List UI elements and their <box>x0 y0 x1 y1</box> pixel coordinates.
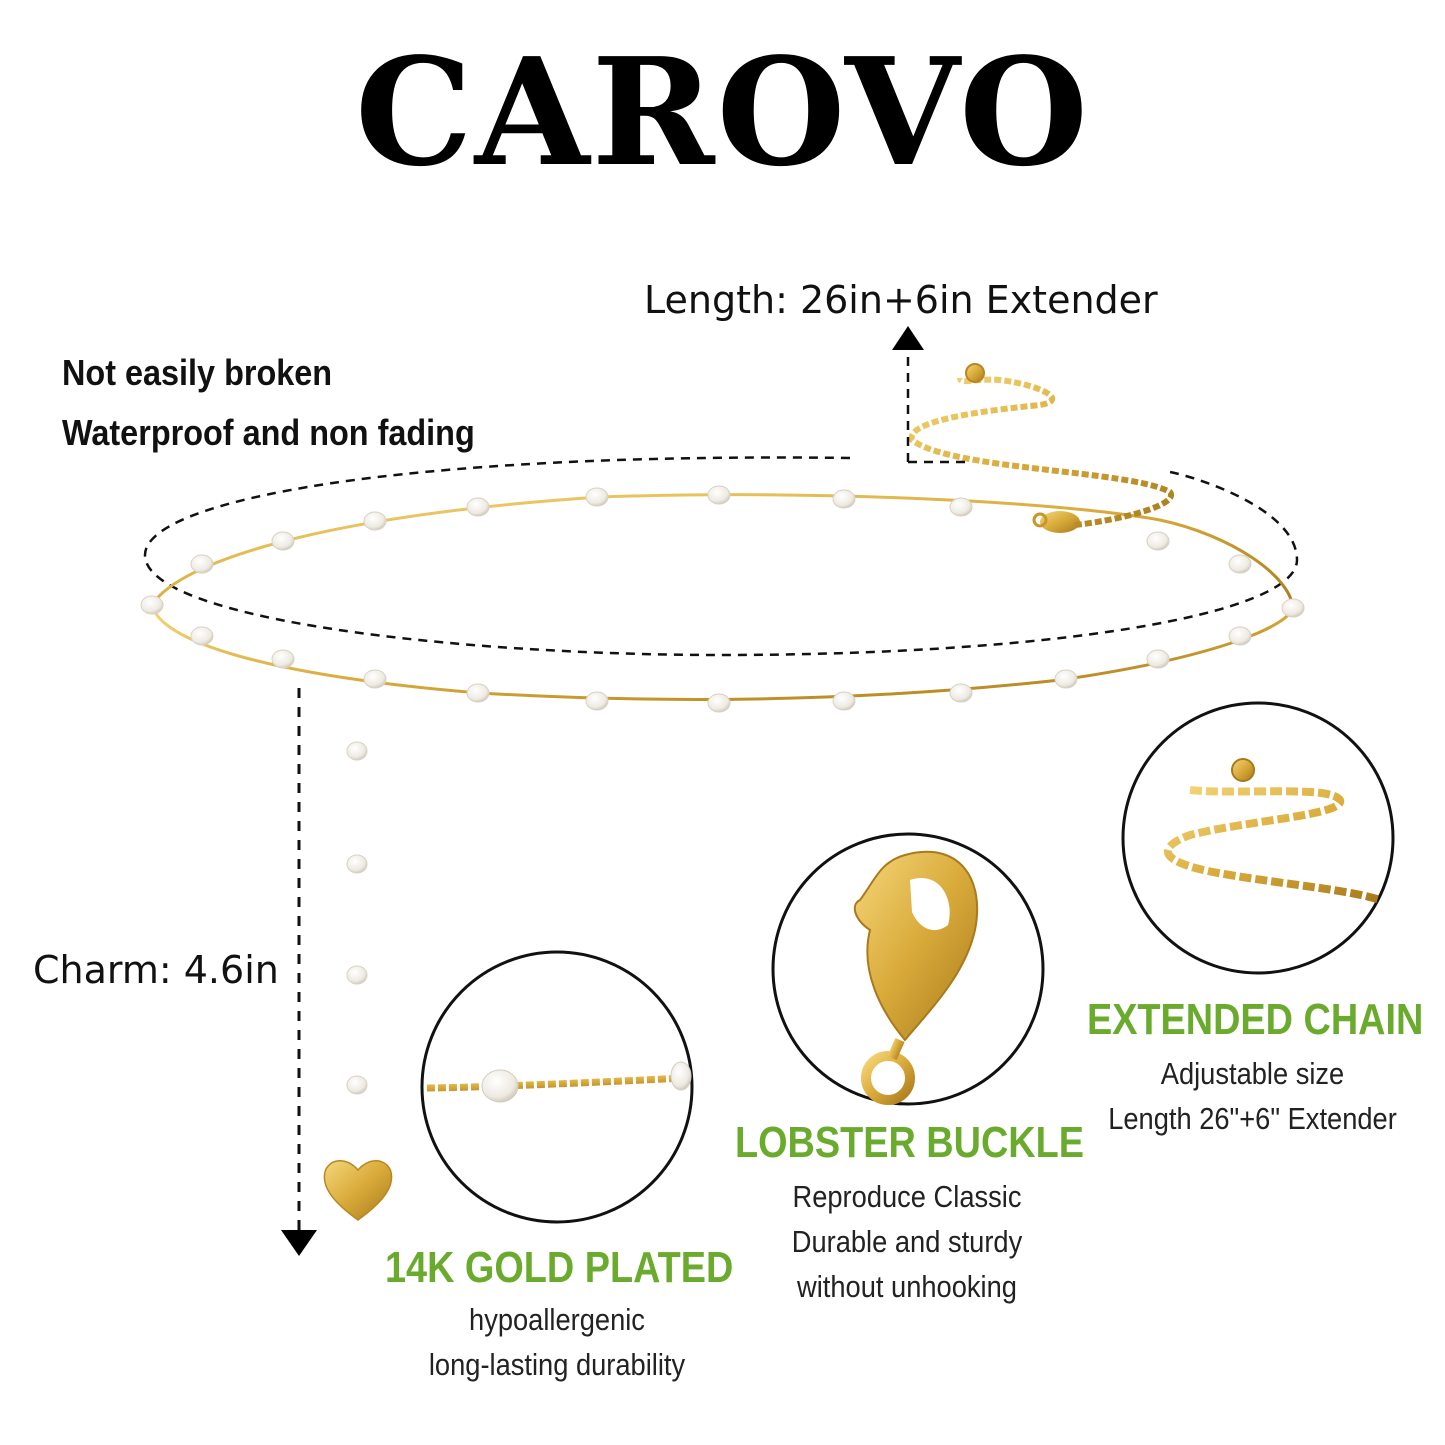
heart-charm-icon <box>323 1160 393 1221</box>
circumference-dashed-guide <box>143 456 1299 657</box>
claim-not-broken: Not easily broken <box>62 352 333 393</box>
lobster-clasp-icon <box>853 850 979 1105</box>
feature-title: LOBSTER BUCKLE <box>735 1118 1084 1167</box>
feature-extended-chain: EXTENDED CHAIN Adjustable size Length 26… <box>1060 995 1445 1141</box>
feature-line: without unhooking <box>797 1269 1017 1304</box>
extender-chain-on-necklace <box>908 376 1175 528</box>
charm-measurement: Charm: 4.6in <box>33 948 279 992</box>
claim-waterproof: Waterproof and non fading <box>62 412 475 453</box>
back-strand-pearls <box>190 485 1252 574</box>
extender-chain-icon <box>1164 758 1382 904</box>
detail-circle-extended-chain <box>1121 701 1395 975</box>
length-measurement: Length: 26in+6in Extender <box>644 278 1158 322</box>
brand-title: CAROVO <box>354 25 1091 199</box>
feature-line: Durable and sturdy <box>791 1224 1023 1259</box>
detail-circle-gold-chain <box>420 950 694 1224</box>
charm-drop-pearls <box>346 741 368 1095</box>
feature-line: Length 26"+6" Extender <box>1108 1101 1397 1136</box>
arrow-up-icon <box>892 326 924 350</box>
detail-circle-lobster-clasp <box>771 832 1045 1106</box>
feature-line: long-lasting durability <box>428 1347 686 1382</box>
front-strand-pearls <box>140 595 1305 713</box>
feature-line: Adjustable size <box>1160 1056 1345 1091</box>
feature-line: hypoallergenic <box>469 1302 645 1337</box>
feature-title: 14K GOLD PLATED <box>385 1243 734 1292</box>
feature-gold-plated: 14K GOLD PLATED hypoallergenic long-last… <box>357 1243 757 1387</box>
feature-title: EXTENDED CHAIN <box>1086 995 1424 1044</box>
necklace-front-strand <box>150 604 1295 701</box>
feature-line: Reproduce Classic <box>792 1179 1022 1214</box>
necklace-clasp <box>1032 511 1080 533</box>
feature-lobster-buckle: LOBSTER BUCKLE Reproduce Classic Durable… <box>707 1118 1107 1309</box>
arrow-down-icon <box>281 1230 317 1256</box>
necklace-back-strand <box>150 493 1295 609</box>
